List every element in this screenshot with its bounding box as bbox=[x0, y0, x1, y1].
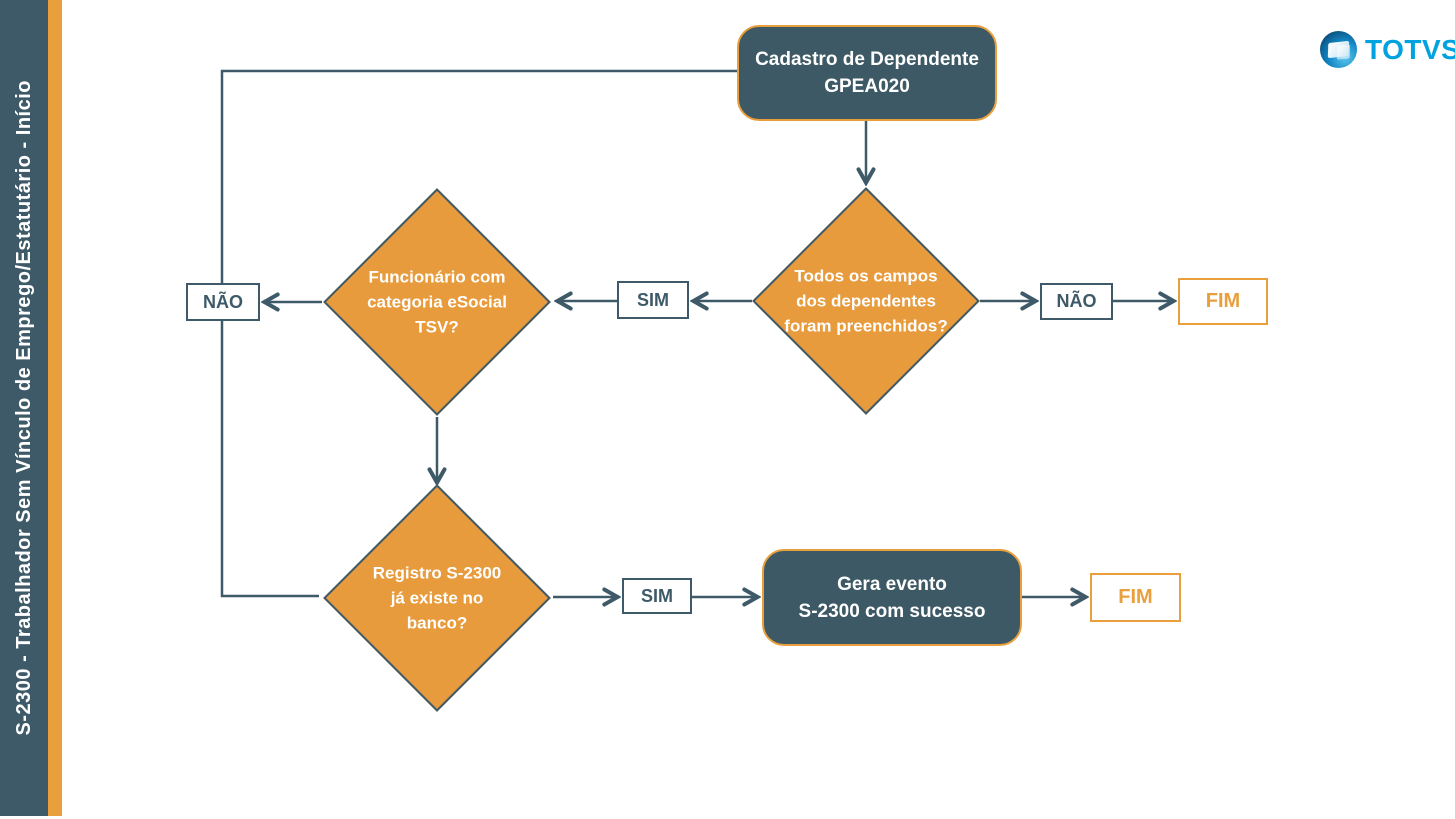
decision-registro-existe-banco: Registro S-2300 já existe no banco? bbox=[322, 483, 552, 713]
fim-terminal-top: FIM bbox=[1178, 278, 1268, 325]
sidebar: S-2300 - Trabalhador Sem Vínculo de Empr… bbox=[0, 0, 48, 816]
decision2-line3: TSV? bbox=[415, 317, 459, 337]
totvs-logo-glare-shape bbox=[1336, 44, 1351, 60]
decision3-line3: banco? bbox=[406, 613, 468, 633]
start-node-cadastro-dependente: Cadastro de Dependente GPEA020 bbox=[737, 25, 997, 121]
decision2-line1: Funcionário com bbox=[368, 267, 506, 287]
success-node-line1: Gera evento bbox=[837, 573, 947, 595]
label-sim-decision3: SIM bbox=[622, 578, 692, 614]
decision3-line2: já existe no bbox=[390, 588, 484, 608]
decision1-line2: dos dependentes bbox=[796, 291, 936, 311]
label-nao-decision2: NÃO bbox=[186, 283, 260, 321]
decision3-line1: Registro S-2300 bbox=[372, 563, 502, 583]
totvs-logo-wordmark: TOTVS bbox=[1365, 33, 1455, 65]
label-sim-decision1: SIM bbox=[617, 281, 689, 319]
decision-campos-preenchidos: Todos os campos dos dependentes foram pr… bbox=[751, 186, 981, 416]
success-node-line2: S-2300 com sucesso bbox=[798, 600, 986, 622]
fim-terminal-bottom: FIM bbox=[1090, 573, 1181, 622]
label-nao-decision1: NÃO bbox=[1040, 283, 1113, 320]
success-node-gera-evento: Gera evento S-2300 com sucesso bbox=[762, 549, 1022, 646]
decision-categoria-esocial-tsv: Funcionário com categoria eSocial TSV? bbox=[322, 187, 552, 417]
totvs-logo-icon bbox=[1320, 31, 1357, 68]
start-node-line2: GPEA020 bbox=[824, 76, 910, 97]
start-node-line1: Cadastro de Dependente bbox=[755, 49, 979, 70]
sidebar-title: S-2300 - Trabalhador Sem Vínculo de Empr… bbox=[12, 80, 35, 736]
totvs-logo: TOTVS bbox=[1320, 31, 1455, 68]
decision1-line3: foram preenchidos? bbox=[784, 316, 948, 336]
decision2-line2: categoria eSocial bbox=[367, 292, 507, 312]
decision1-line1: Todos os campos bbox=[794, 266, 938, 286]
sidebar-accent-bar bbox=[48, 0, 62, 816]
